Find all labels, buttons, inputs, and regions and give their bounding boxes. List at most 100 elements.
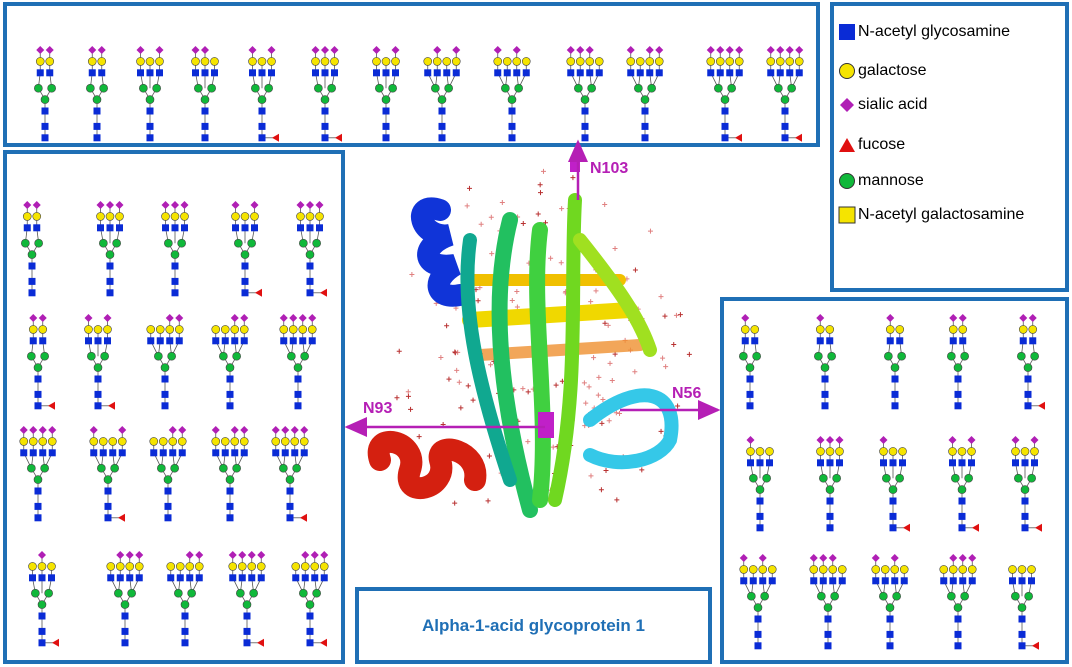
mannose-circle [219, 351, 228, 361]
galactose-circle [170, 212, 180, 221]
glcnac-square [167, 574, 175, 582]
galactose-circle [185, 562, 195, 571]
glcnac-square [232, 224, 239, 232]
galactose-circle [1028, 325, 1038, 334]
glcnac-square [522, 69, 530, 77]
glcnac-square [146, 134, 154, 142]
galactose-circle [305, 212, 315, 221]
glycan-structure [84, 314, 115, 410]
green-circle-icon [839, 173, 855, 189]
glcnac-square [581, 134, 589, 142]
galactose-circle [134, 562, 144, 571]
mannose-circle [279, 463, 288, 473]
glcnac-square [821, 390, 829, 398]
glcnac-square [1021, 524, 1029, 532]
sialic-acid-diamond [819, 554, 828, 562]
sialic-acid-diamond [279, 314, 288, 322]
galactose-circle [211, 325, 221, 334]
glcnac-square [889, 459, 897, 467]
glcnac-square [886, 337, 894, 345]
mannose-circle [1017, 351, 1026, 361]
mannose-circle [305, 600, 315, 609]
cross-mark [599, 420, 605, 426]
glcnac-square [581, 122, 589, 130]
blue-square-icon [839, 24, 855, 40]
mannose-circle [145, 95, 155, 104]
mannose-circle [99, 83, 108, 93]
cross-mark [662, 313, 668, 319]
galactose-circle [432, 57, 442, 66]
glcnac-square [162, 224, 169, 232]
cross-mark [438, 354, 444, 360]
glcnac-square [949, 337, 957, 345]
sialic-acid-diamond [175, 314, 184, 322]
glcnac-square [159, 449, 167, 457]
fucose-triangle [1035, 523, 1042, 532]
sialic-acid-diamond [816, 314, 825, 322]
glcnac-square [226, 487, 234, 495]
mannose-circle [827, 351, 836, 361]
mannose-circle [92, 95, 102, 104]
glcnac-square [106, 277, 114, 285]
sialic-acid-diamond [879, 436, 888, 444]
sialic-acid-diamond [298, 314, 307, 322]
glcnac-square [107, 574, 115, 582]
sialic-acid-diamond [1011, 436, 1020, 444]
cross-mark [514, 288, 520, 294]
site-label-n56: N56 [672, 385, 702, 402]
glycan-structure [739, 554, 777, 650]
sialic-acid-diamond [306, 201, 314, 209]
galactose-circle [248, 57, 257, 66]
galactose-circle [239, 437, 249, 446]
glcnac-square [292, 574, 300, 582]
glcnac-square [201, 134, 209, 142]
glycan-structure [423, 46, 461, 142]
glcnac-square [747, 459, 754, 467]
glcnac-square [382, 107, 390, 115]
glcnac-square [508, 122, 516, 130]
glcnac-square [121, 639, 129, 647]
glcnac-square [321, 134, 329, 142]
fucose-triangle [320, 288, 327, 297]
teal-strand [460, 233, 517, 487]
galactose-circle [84, 325, 93, 334]
mannose-circle [170, 463, 179, 473]
glycan-structure [19, 426, 57, 522]
galactose-circle [257, 57, 267, 66]
galactose-circle [888, 447, 898, 456]
glcnac-square [781, 107, 789, 115]
sialic-acid-diamond [185, 551, 194, 559]
mannose-circle [120, 600, 130, 609]
cross-mark [663, 364, 669, 370]
glcnac-square [817, 459, 824, 467]
galactose-circle [210, 57, 219, 66]
galactose-circle [758, 565, 768, 574]
galactose-circle [948, 565, 958, 574]
mannose-circle [87, 351, 96, 361]
glcnac-square [636, 69, 644, 77]
sialic-acid-diamond [308, 314, 317, 322]
sialic-acid-diamond [88, 46, 97, 54]
galactose-circle [271, 437, 281, 446]
fucose-triangle [1032, 641, 1039, 650]
mannose-circle [219, 463, 228, 473]
glycan-structure [291, 551, 329, 647]
mannose-circle [381, 95, 391, 104]
galactose-circle [809, 565, 819, 574]
glcnac-square [740, 577, 748, 585]
glycan-structure [746, 436, 774, 532]
glcnac-square [816, 337, 824, 345]
glcnac-square [741, 337, 749, 345]
glcnac-square [1021, 459, 1029, 467]
fucose-triangle [795, 133, 802, 142]
glcnac-square [754, 642, 762, 650]
sialic-acid-diamond [725, 46, 734, 54]
blue-helix [411, 197, 471, 307]
glcnac-square [881, 577, 889, 585]
glcnac-square [29, 574, 36, 582]
cross-mark [605, 322, 611, 328]
glcnac-square [756, 524, 764, 532]
glcnac-square [164, 514, 172, 522]
glycan-structure [311, 46, 342, 142]
glcnac-square [1021, 512, 1029, 520]
